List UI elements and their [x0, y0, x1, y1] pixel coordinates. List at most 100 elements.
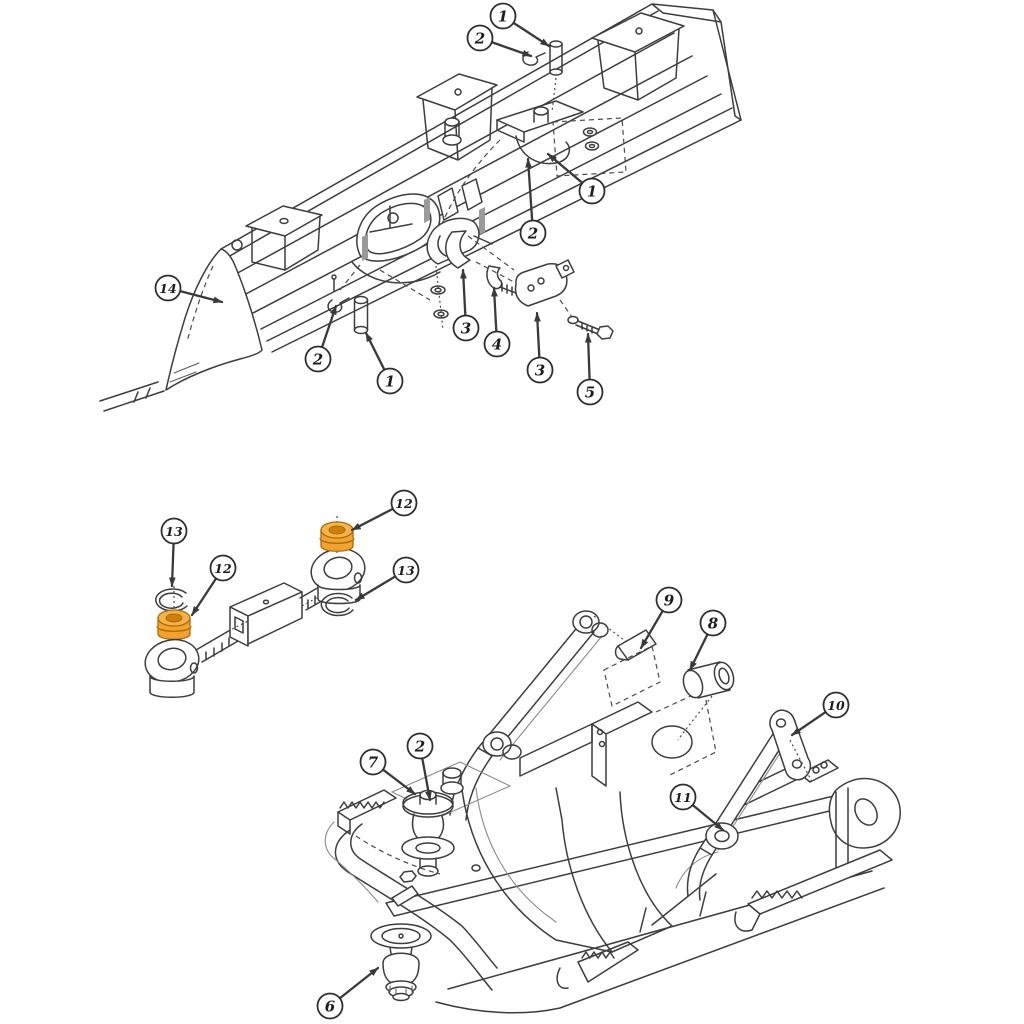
callout-number-2: 2: [527, 225, 538, 243]
callout-number-12: 12: [395, 496, 413, 511]
callout-circle-2: [466, 24, 494, 52]
mount-bracket-right: [591, 12, 685, 101]
callout-number-11: 11: [674, 790, 691, 805]
bushing-left: [156, 586, 192, 652]
callout-number-13: 13: [165, 524, 183, 539]
callout-number-13: 13: [397, 563, 415, 578]
rod-end-left: [144, 628, 239, 698]
coupler-block: [229, 582, 321, 647]
callout-circle-6: [316, 992, 344, 1020]
callout-number-5: 5: [585, 384, 595, 402]
callout-leader-14: [179, 290, 224, 304]
hex-bolt: [559, 299, 614, 340]
callout-leader-9: [639, 610, 664, 650]
hairpin-clip-top: [522, 51, 546, 66]
callout-circle-1: [489, 2, 517, 30]
callout-leader-10: [790, 711, 826, 737]
callout-leader-5: [584, 332, 592, 380]
callout-circle-14: [154, 274, 182, 302]
callout-circle-12: [209, 554, 237, 582]
callout-number-2: 2: [474, 30, 485, 48]
callout-circle-3: [452, 314, 480, 342]
callout-leader-11: [692, 804, 725, 832]
callout-circle-3: [526, 356, 554, 384]
mount-bracket-left: [245, 205, 323, 271]
callout-leader-13: [168, 543, 176, 588]
callout-number-7: 7: [368, 754, 379, 772]
callout-number-9: 9: [664, 592, 675, 610]
pivot-bushing-11: [705, 822, 739, 850]
callout-circle-5: [576, 378, 604, 406]
callout-circle-7: [359, 748, 387, 776]
step-plate-right: [734, 849, 893, 932]
callout-number-6: 6: [325, 998, 336, 1016]
latch-plate-assembly: [441, 77, 627, 225]
callout-circle-1: [376, 367, 404, 395]
callout-leader-6: [339, 966, 380, 999]
callout-number-14: 14: [159, 281, 176, 296]
kingpin-assembly: [390, 761, 512, 877]
center-gusset: [324, 787, 673, 953]
callout-leader-7: [382, 769, 417, 796]
center-pivot-hinge: [339, 193, 441, 301]
callout-number-2: 2: [312, 351, 323, 369]
callout-number-2: 2: [414, 738, 425, 756]
callout-number-3: 3: [461, 320, 471, 338]
callout-number-3: 3: [535, 362, 545, 380]
washer-stack: [430, 265, 449, 331]
callout-circle-1: [578, 177, 606, 205]
callout-leader-2: [421, 758, 432, 802]
callout-number-1: 1: [385, 373, 395, 391]
callout-number-1: 1: [587, 183, 597, 201]
callout-leader-2: [321, 304, 338, 348]
trip-clamp-right: [467, 235, 575, 307]
callout-leader-3: [460, 268, 467, 316]
callout-circle-12: [390, 489, 418, 517]
callout-leader-8: [688, 633, 709, 672]
callout-leader-1: [546, 152, 583, 184]
callout-leader-13: [354, 575, 396, 602]
callout-leader-1: [513, 22, 551, 48]
pivot-bushing-8: [677, 661, 735, 741]
callout-circle-2: [519, 219, 547, 247]
trip-clamp-left: [445, 230, 471, 269]
callout-number-1: 1: [498, 8, 508, 26]
callout-circle-8: [699, 609, 727, 637]
step-plate-left: [337, 789, 397, 835]
tie-rod-assembly: [144, 516, 366, 698]
push-frame-assembly: [324, 610, 901, 1014]
callout-leader-12: [350, 508, 394, 532]
bushing-right: [319, 516, 355, 556]
step-plate-front: [556, 941, 639, 989]
callout-circle-9: [655, 586, 683, 614]
callout-circle-2: [406, 732, 434, 760]
blade-left-wing: [165, 239, 263, 391]
mount-bracket-center: [416, 73, 498, 161]
callout-circle-4: [483, 330, 511, 358]
jack-foot: [370, 923, 432, 1002]
blade-assembly: [99, 3, 742, 412]
clevis-bracket: [519, 689, 717, 787]
callout-number-8: 8: [708, 615, 719, 633]
callout-leader-3: [534, 311, 541, 358]
callout-leader-1: [364, 331, 386, 371]
callout-number-12: 12: [214, 561, 232, 576]
link-plate: [769, 709, 813, 783]
callout-leader-2: [491, 41, 533, 58]
callout-leader-2: [525, 157, 534, 221]
callout-number-10: 10: [827, 698, 845, 713]
snap-ring-right: [320, 592, 354, 617]
callout-leader-4: [491, 286, 498, 332]
clevis-pin-top: [549, 40, 563, 76]
callout-leader-12: [190, 578, 217, 617]
clevis-pin-lower: [353, 295, 369, 335]
callout-circle-10: [822, 691, 850, 719]
callout-circle-13: [160, 517, 188, 545]
callout-circle-11: [669, 783, 697, 811]
callout-circle-13: [392, 556, 420, 584]
callout-circle-2: [304, 345, 332, 373]
callout-number-4: 4: [492, 336, 502, 354]
